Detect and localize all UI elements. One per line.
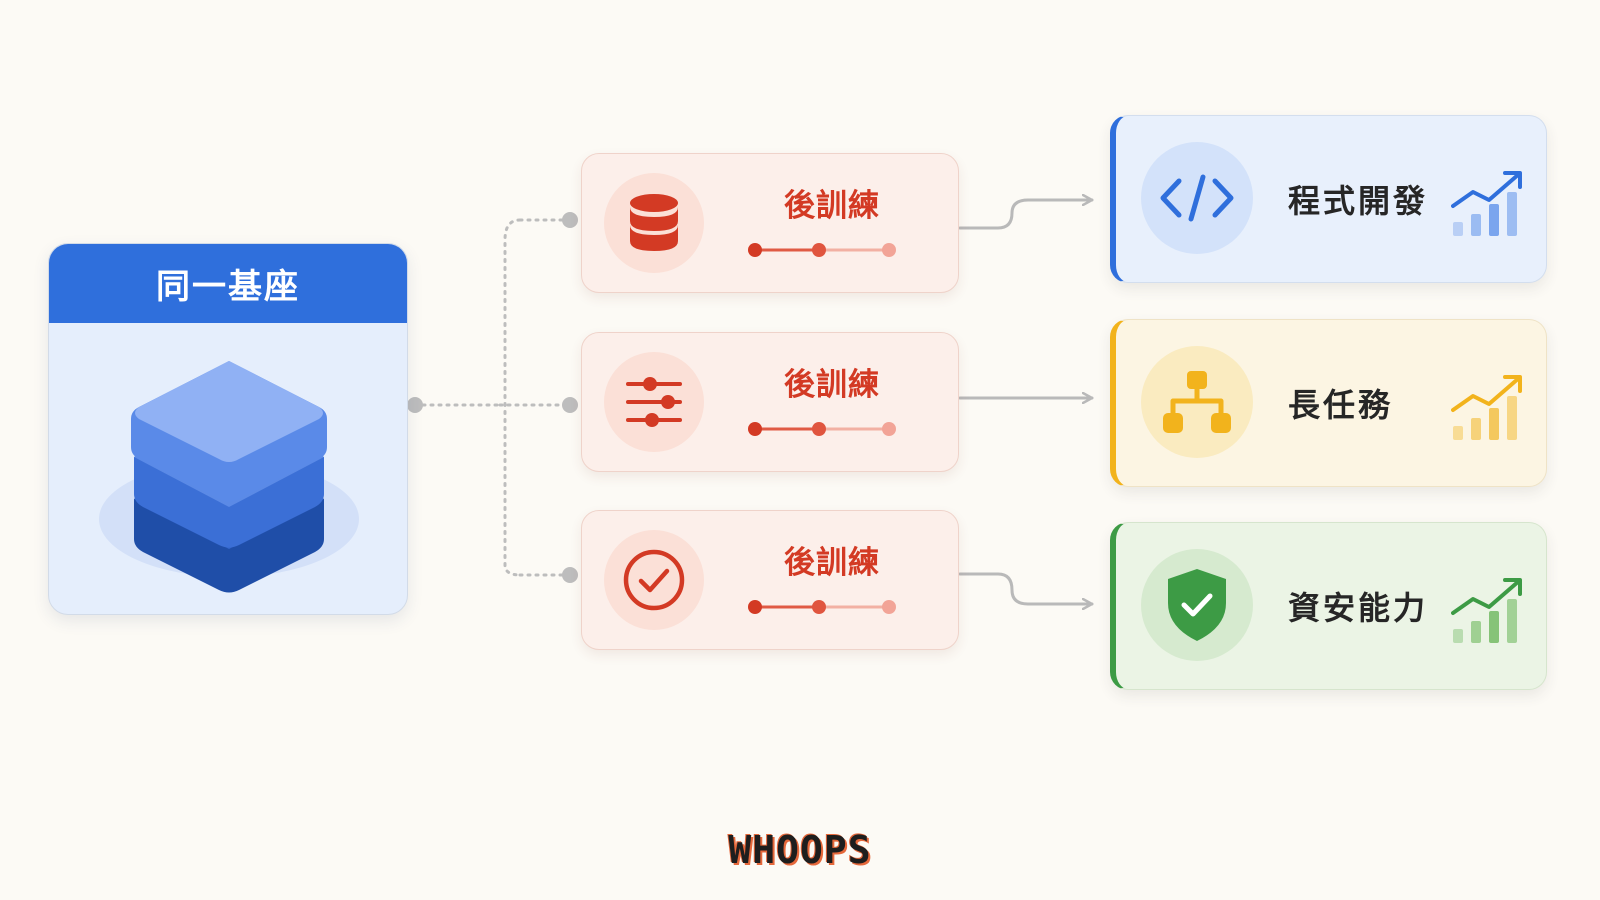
growth-chart-icon [1451, 578, 1522, 643]
post-training-label: 後訓練 [784, 545, 880, 581]
capability-card-long-task: 長任務 [1110, 319, 1547, 487]
sliders-icon [626, 377, 682, 427]
cap-icon-bg [1141, 346, 1253, 458]
post-training-label: 後訓練 [784, 188, 880, 224]
base-model-title: 同一基座 [49, 244, 407, 323]
brand-logo: WHOOPS [728, 828, 872, 872]
post-training-card-2: 後訓練 [581, 332, 959, 472]
progress-slider-icon [748, 243, 896, 257]
check-circle-icon [623, 549, 685, 611]
post-icon-bg [604, 352, 704, 452]
capability-card-coding: 程式開發 [1110, 115, 1547, 283]
post-icon-bg [604, 530, 704, 630]
layers-stack-icon [99, 361, 359, 593]
capability-label: 資安能力 [1288, 589, 1429, 627]
base-model-card: 同一基座 [48, 243, 408, 615]
capability-label: 長任務 [1288, 386, 1394, 424]
post-training-card-3: 後訓練 [581, 510, 959, 650]
growth-chart-icon [1451, 375, 1522, 440]
hierarchy-icon [1163, 371, 1231, 433]
post-training-label: 後訓練 [784, 367, 880, 403]
branch-nodes [407, 212, 578, 583]
shield-check-icon [1168, 569, 1226, 641]
capability-card-security: 資安能力 [1110, 522, 1547, 690]
cap-icon-bg [1141, 142, 1253, 254]
database-icon [630, 194, 678, 251]
code-icon [1160, 174, 1234, 222]
cap-icon-bg [1141, 549, 1253, 661]
growth-chart-icon [1451, 171, 1522, 236]
post-icon-bg [604, 173, 704, 273]
progress-slider-icon [748, 600, 896, 614]
dotted-branch-lines [413, 218, 570, 577]
capability-label: 程式開發 [1288, 182, 1429, 220]
progress-slider-icon [748, 422, 896, 436]
arrow-lines [958, 200, 1094, 604]
post-training-card-1: 後訓練 [581, 153, 959, 293]
